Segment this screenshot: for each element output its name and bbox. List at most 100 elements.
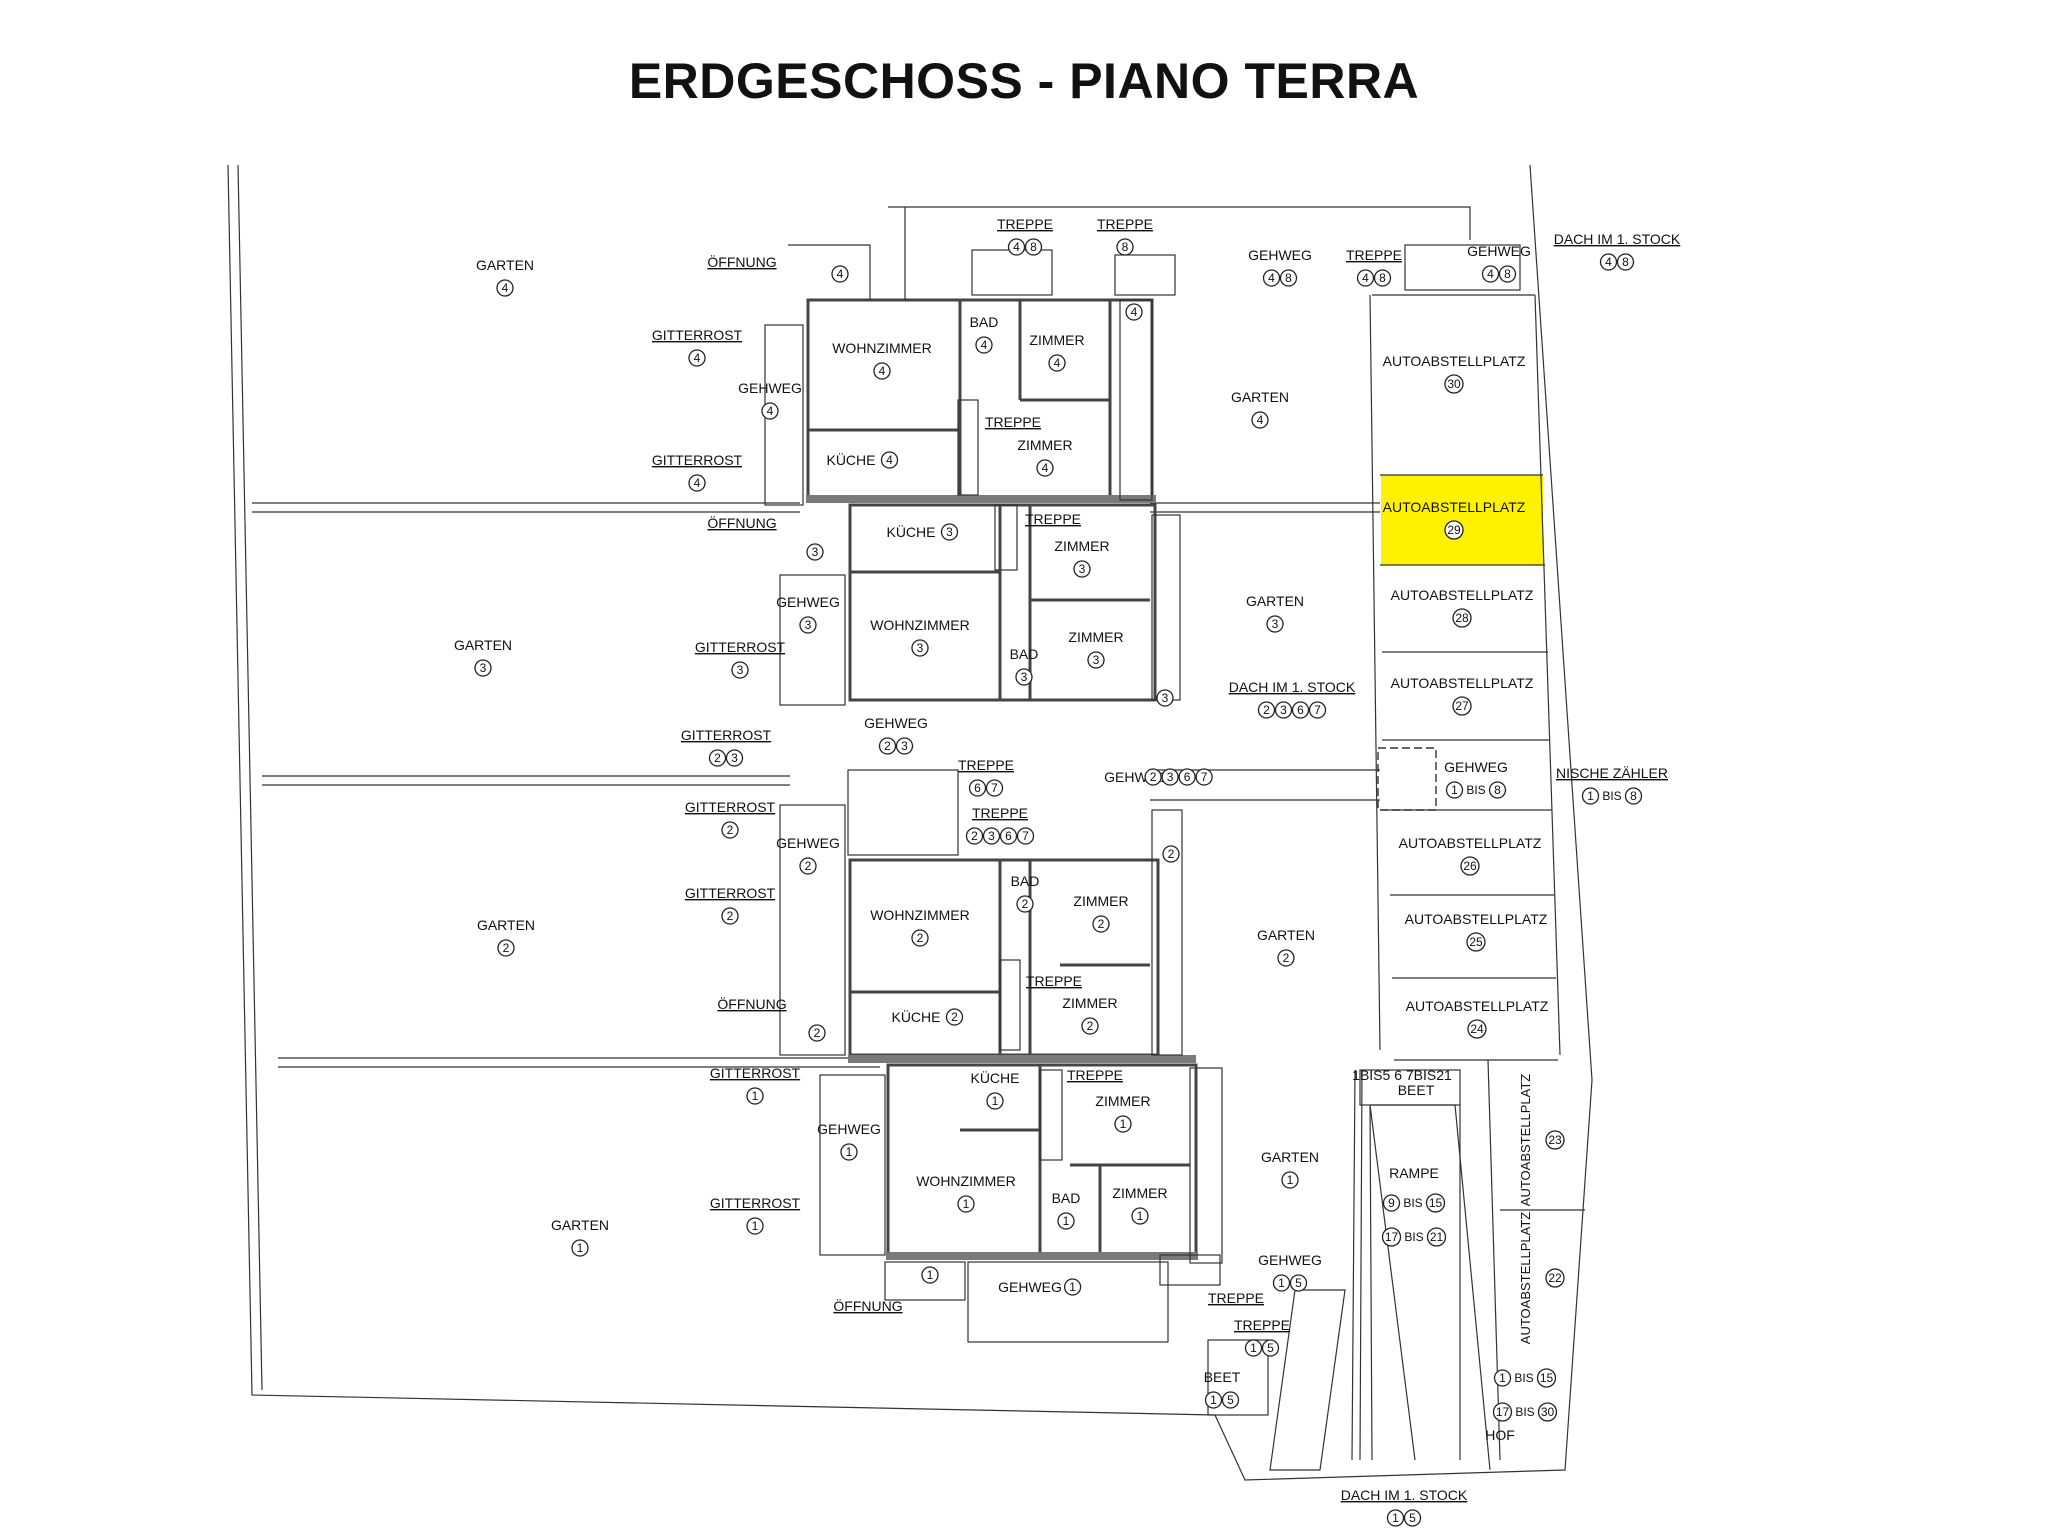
label-text: GEHWEG	[776, 594, 840, 610]
circled-number-text: 8	[1622, 255, 1629, 269]
circled-number	[1144, 768, 1162, 786]
circled-number	[808, 1024, 826, 1042]
label-text: TREPPE	[1026, 973, 1082, 989]
circled-number-text: 4	[1487, 267, 1494, 281]
label-text: GARTEN	[476, 257, 534, 273]
label-text: AUTOABSTELLPLATZ	[1383, 353, 1526, 369]
label-beet-top-lbl: BEET	[1398, 1082, 1435, 1098]
circled-number-text: 2	[951, 1010, 958, 1024]
circled-number	[1063, 1278, 1082, 1296]
label-treppe-bottom: TREPPE	[1208, 1290, 1264, 1306]
circled-number	[1024, 238, 1043, 256]
circled-number-text: 5	[1295, 1276, 1302, 1290]
property-boundary	[227, 164, 1593, 1481]
circled-number	[1386, 1509, 1405, 1527]
circled-number-text: 2	[714, 751, 721, 765]
circled-number	[1266, 615, 1284, 633]
circled-number-text: 8	[1122, 240, 1129, 254]
circled-number	[1251, 411, 1269, 429]
label-text: TREPPE	[997, 216, 1053, 232]
circled-number-text: 3	[1093, 653, 1100, 667]
circled-number-text: 2	[884, 739, 891, 753]
circled-number	[985, 779, 1004, 797]
circled-number-text: 5	[1409, 1511, 1416, 1525]
circled-number	[708, 749, 727, 767]
label-text: BAD	[970, 314, 999, 330]
circled-number-text: 7	[1022, 829, 1029, 843]
circled-number-text: 3	[812, 545, 819, 559]
circled-number	[1092, 915, 1110, 933]
circled-number-text: 1	[1120, 1117, 1127, 1131]
label-text: ZIMMER	[1017, 437, 1072, 453]
circled-number	[1493, 1369, 1512, 1387]
label-text: GITTERROST	[685, 885, 776, 901]
circled-number-text: 24	[1470, 1022, 1484, 1036]
label-oeffnung-3: ÖFFNUNG	[707, 514, 776, 531]
label-beet-top: 1BIS5 6 7BIS21	[1352, 1067, 1452, 1083]
circled-number-text: 1	[577, 1241, 584, 1255]
label-text: WOHNZIMMER	[832, 340, 932, 356]
circled-number-text: 29	[1447, 523, 1461, 537]
label-oeffnung-1: ÖFFNUNG	[833, 1297, 902, 1314]
label-oeffnung-2-num: 2	[808, 1024, 826, 1042]
label-text: GARTEN	[1261, 1149, 1319, 1165]
circled-number-text: 1	[1250, 1341, 1257, 1355]
circled-number	[496, 279, 514, 297]
circled-number	[1161, 768, 1179, 786]
label-text: BEET	[1204, 1369, 1241, 1385]
label-text: ZIMMER	[1062, 995, 1117, 1011]
circled-number	[1081, 1017, 1099, 1035]
circled-number-text: 1	[752, 1089, 759, 1103]
circled-number-text: 2	[1263, 703, 1270, 717]
circled-number	[1373, 269, 1392, 287]
circled-number	[1279, 269, 1298, 287]
label-text: GEHWEG	[998, 1279, 1062, 1295]
circled-number-text: 3	[1021, 670, 1028, 684]
circled-number-text: 1	[1069, 1280, 1076, 1294]
circled-number-text: 3	[1280, 703, 1287, 717]
circled-number	[911, 639, 929, 657]
label-text: WOHNZIMMER	[870, 617, 970, 633]
label-rampe: RAMPE	[1389, 1165, 1439, 1181]
circled-number-text: 4	[837, 267, 844, 281]
circled-number-text: 2	[1150, 770, 1157, 784]
circled-number	[878, 737, 897, 755]
circled-number	[497, 939, 515, 957]
highlighted-parking-29[interactable]	[1381, 475, 1543, 565]
label-text: GITTERROST	[652, 327, 743, 343]
circled-number	[880, 451, 899, 469]
label-text: AUTOABSTELLPLATZ	[1391, 587, 1534, 603]
circled-number	[1460, 856, 1480, 876]
label-text: AUTOABSTELLPLATZ	[1518, 1074, 1533, 1207]
label-text: GARTEN	[1231, 389, 1289, 405]
circled-number	[831, 265, 849, 283]
circled-number-text: 3	[1162, 691, 1169, 705]
circled-number-text: 1	[1451, 783, 1458, 797]
label-text: AUTOABSTELLPLATZ	[1518, 1212, 1533, 1345]
label-text: ZIMMER	[1054, 538, 1109, 554]
circled-number	[474, 659, 492, 677]
circled-number-text: 26	[1463, 859, 1477, 873]
circled-number-text: 3	[917, 641, 924, 655]
circled-number	[1452, 696, 1472, 716]
circled-number	[895, 737, 914, 755]
circled-number-text: 22	[1548, 1271, 1562, 1285]
circled-number-text: 4	[502, 281, 509, 295]
